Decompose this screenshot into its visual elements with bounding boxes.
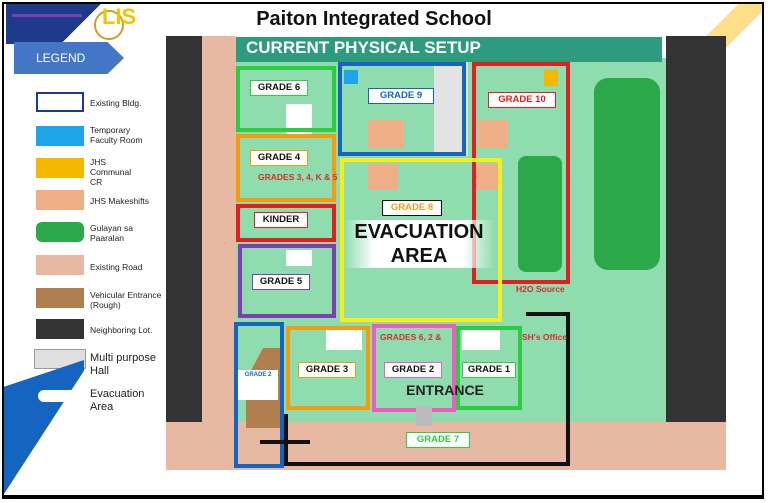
legend-label-road: Existing Road: [90, 262, 143, 272]
label-grades-6-2: GRADES 6, 2 &: [380, 332, 442, 342]
logo-text: LIS: [102, 4, 137, 29]
legend-swatch-vehicular: [36, 288, 84, 308]
entrance-gate: [416, 406, 432, 426]
legend-label-makeshifts: JHS Makeshifts: [90, 196, 150, 206]
existing-bldg-4: [462, 330, 500, 350]
label-grade5: GRADE 5: [252, 274, 310, 290]
evacuation-area-label: EVACUATION AREA: [344, 220, 494, 268]
label-grade-small: GRADE 2: [238, 370, 278, 400]
legend-swatch-gulayan: [36, 222, 84, 242]
zone-grade7-right: [526, 312, 570, 416]
label-grade2: GRADE 2: [384, 362, 442, 378]
legend-label-communal-cr: JHS Communal CR: [90, 157, 132, 187]
label-office: SH's Office: [522, 332, 568, 342]
entrance-line: [260, 440, 310, 444]
legend-swatch-evacuation: [38, 390, 78, 402]
legend-label-existing-bldg: Existing Bldg.: [90, 98, 142, 108]
label-grade9: GRADE 9: [368, 88, 434, 104]
entrance-label: ENTRANCE: [406, 382, 484, 398]
legend-label-gulayan: Gulayan sa Paaralan: [90, 223, 133, 243]
legend-swatch-road: [36, 255, 84, 275]
legend-header: LEGEND: [14, 42, 124, 74]
legend-swatch-existing-bldg: [36, 92, 84, 112]
existing-bldg-3: [326, 330, 362, 350]
page-title: Paiton Integrated School: [256, 8, 492, 30]
makeshift-1: [368, 120, 404, 148]
label-h2o: H2O Source: [516, 284, 565, 294]
label-grade10: GRADE 10: [488, 92, 556, 108]
faculty-room: [344, 70, 358, 84]
zone-grade6: [236, 66, 336, 132]
zone-grade3: [286, 326, 370, 410]
makeshift-2: [478, 120, 508, 148]
zone-grade-small: [234, 322, 284, 468]
label-grade8: GRADE 8: [382, 200, 442, 216]
label-grade4: GRADE 4: [250, 150, 308, 166]
label-grade6: GRADE 6: [250, 80, 308, 96]
zone-grade10: [472, 62, 570, 284]
makeshift-3: [368, 164, 398, 190]
road-left: [202, 36, 236, 422]
legend-label-evacuation: Evacuation Area: [90, 388, 145, 413]
garden-right-large: [594, 78, 660, 270]
label-grades-3-4-k: GRADES 3, 4, K & 5: [258, 172, 338, 182]
legend-swatch-neighbor: [36, 319, 84, 339]
zone-grade2: [372, 324, 456, 412]
evacuation-line1: EVACUATION: [354, 221, 484, 243]
page-subtitle: CURRENT PHYSICAL SETUP: [236, 37, 662, 59]
zone-kinder: [236, 204, 336, 242]
campus-strip: [236, 58, 662, 62]
screenshot-bottom-rule: [2, 495, 764, 497]
logo: LIS: [6, 4, 138, 44]
zone-grade9: [338, 62, 466, 156]
garden-center-right: [518, 156, 562, 272]
existing-bldg-2: [286, 250, 312, 266]
zone-grade4: [236, 134, 336, 202]
evacuation-line2: AREA: [390, 245, 448, 267]
label-grade1: GRADE 1: [462, 362, 516, 378]
legend-label-multipurpose: Multi purpose Hall: [90, 352, 157, 377]
neighbor-lot-right: [666, 36, 726, 422]
legend-swatch-makeshifts: [36, 190, 84, 210]
logo-seal-icon: [94, 10, 124, 40]
label-kinder: KINDER: [254, 212, 308, 228]
label-grade3: GRADE 3: [298, 362, 356, 378]
makeshift-4: [472, 164, 498, 190]
legend-swatch-faculty-room: [36, 126, 84, 146]
legend-label-vehicular: Vehicular Entrance (Rough): [90, 290, 162, 310]
zone-evacuation: [340, 158, 502, 322]
legend-label-neighbor: Neighboring Lot.: [90, 325, 153, 335]
legend-swatch-communal-cr: [36, 158, 84, 178]
legend-label-faculty-room: Temporary Faculty Room: [90, 125, 143, 145]
map-area: GRADE 6 GRADE 9 GRADE 10 GRADE 4 GRADES …: [166, 36, 726, 470]
communal-cr: [544, 70, 558, 86]
neighbor-lot-left: [166, 36, 202, 422]
zone-grade5: [238, 244, 336, 318]
zone-grade1: [456, 326, 522, 410]
label-grade7: GRADE 7: [406, 432, 470, 448]
